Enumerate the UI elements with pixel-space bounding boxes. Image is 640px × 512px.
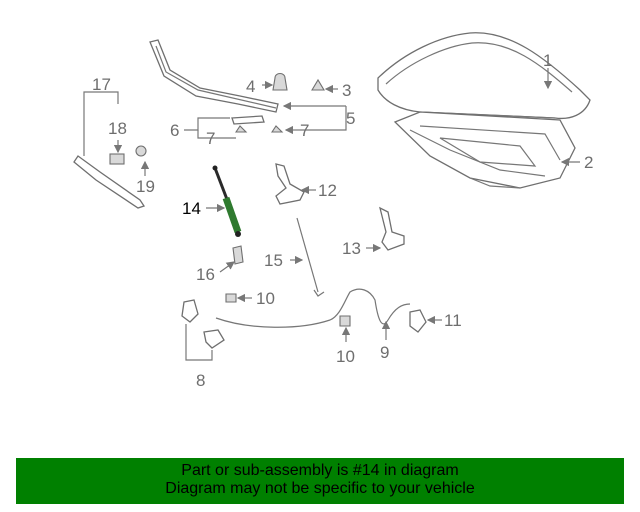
banner-line-1: Part or sub-assembly is #14 in diagram [181,462,459,479]
release-handle [409,309,427,333]
callout-1: 1 [543,51,552,70]
support-bracket [232,245,244,265]
hood-seal [149,39,279,113]
callout-6: 6 [170,121,179,140]
hood-lift-support [212,165,242,237]
callout-2: 2 [584,153,593,172]
clip-7-right [270,125,284,133]
callout-15: 15 [264,251,283,270]
callout-7-left: 7 [206,129,215,148]
callout-19: 19 [136,177,155,196]
callout-16: 16 [196,265,215,284]
callout-7-right: 7 [300,121,309,140]
callout-10-lower: 10 [336,347,355,366]
hood-inner-panel [393,111,576,189]
callout-5: 5 [346,109,355,128]
banner-line-2: Diagram may not be specific to your vehi… [165,480,475,497]
molding-clip [109,153,125,165]
bumper-stop [272,72,288,91]
callout-13: 13 [342,239,361,258]
callout-17: 17 [92,75,111,94]
hood-panel [377,32,591,120]
callout-14: 14 [182,199,201,218]
hood-prop-rod [296,217,325,297]
callout-18: 18 [108,119,127,138]
clip-7-left [234,125,248,133]
hood-hinge-right [379,206,405,251]
callout-3: 3 [342,81,351,100]
seal-clip [231,115,265,125]
parts-diagram: 1 2 3 4 5 6 7 7 8 9 10 10 11 12 13 14 15… [73,32,593,390]
leader-lines [83,68,580,361]
callout-11: 11 [444,311,462,330]
callout-12: 12 [318,181,337,200]
info-banner: Part or sub-assembly is #14 in diagram D… [16,458,624,504]
grommet [135,145,147,157]
cable-clip-lower [339,315,351,327]
callout-10-upper: 10 [256,289,275,308]
callout-9: 9 [380,343,389,362]
hood-latch [181,299,225,349]
cable-clip-upper [225,293,237,303]
hood-hinge-left [275,163,305,205]
callout-4: 4 [246,77,255,96]
callout-8: 8 [196,371,205,390]
release-cable [215,288,411,328]
hood-molding [73,155,146,209]
clip-3 [311,78,325,91]
